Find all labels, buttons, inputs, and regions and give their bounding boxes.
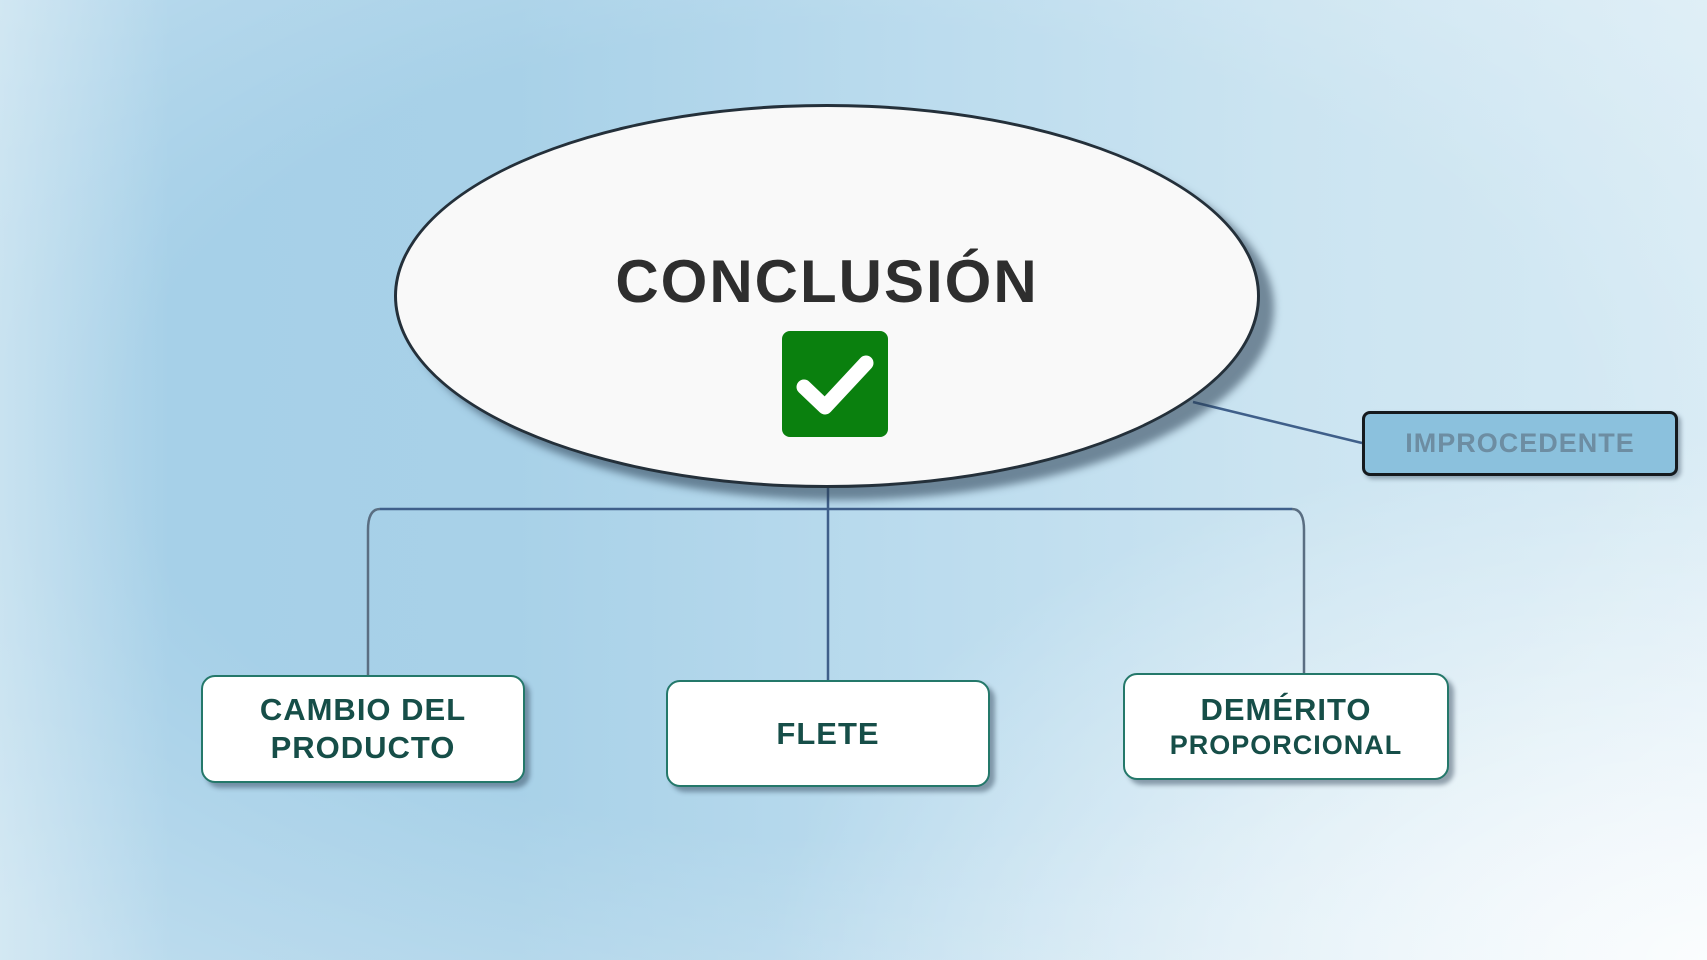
conclusion-title: CONCLUSIÓN [615,248,1039,315]
connector-improcedente [1192,400,1363,445]
checkmark-icon [782,331,888,437]
flete-node: FLETE [666,680,990,787]
demerito-proporcional-node: DEMÉRITO PROPORCIONAL [1123,673,1449,780]
cambio-line2: PRODUCTO [270,730,456,765]
cambio-del-producto-node: CAMBIO DEL PRODUCTO [201,675,525,783]
cambio-line1: CAMBIO DEL [259,692,467,727]
improcedente-node: IMPROCEDENTE [1362,411,1678,476]
demerito-line1: DEMÉRITO [1200,691,1372,727]
connector-demerito [1291,507,1306,673]
flete-label: FLETE [776,715,880,751]
demerito-line2: PROPORCIONAL [1169,729,1403,760]
improcedente-label: IMPROCEDENTE [1405,428,1635,458]
connector-cambio [366,507,381,675]
